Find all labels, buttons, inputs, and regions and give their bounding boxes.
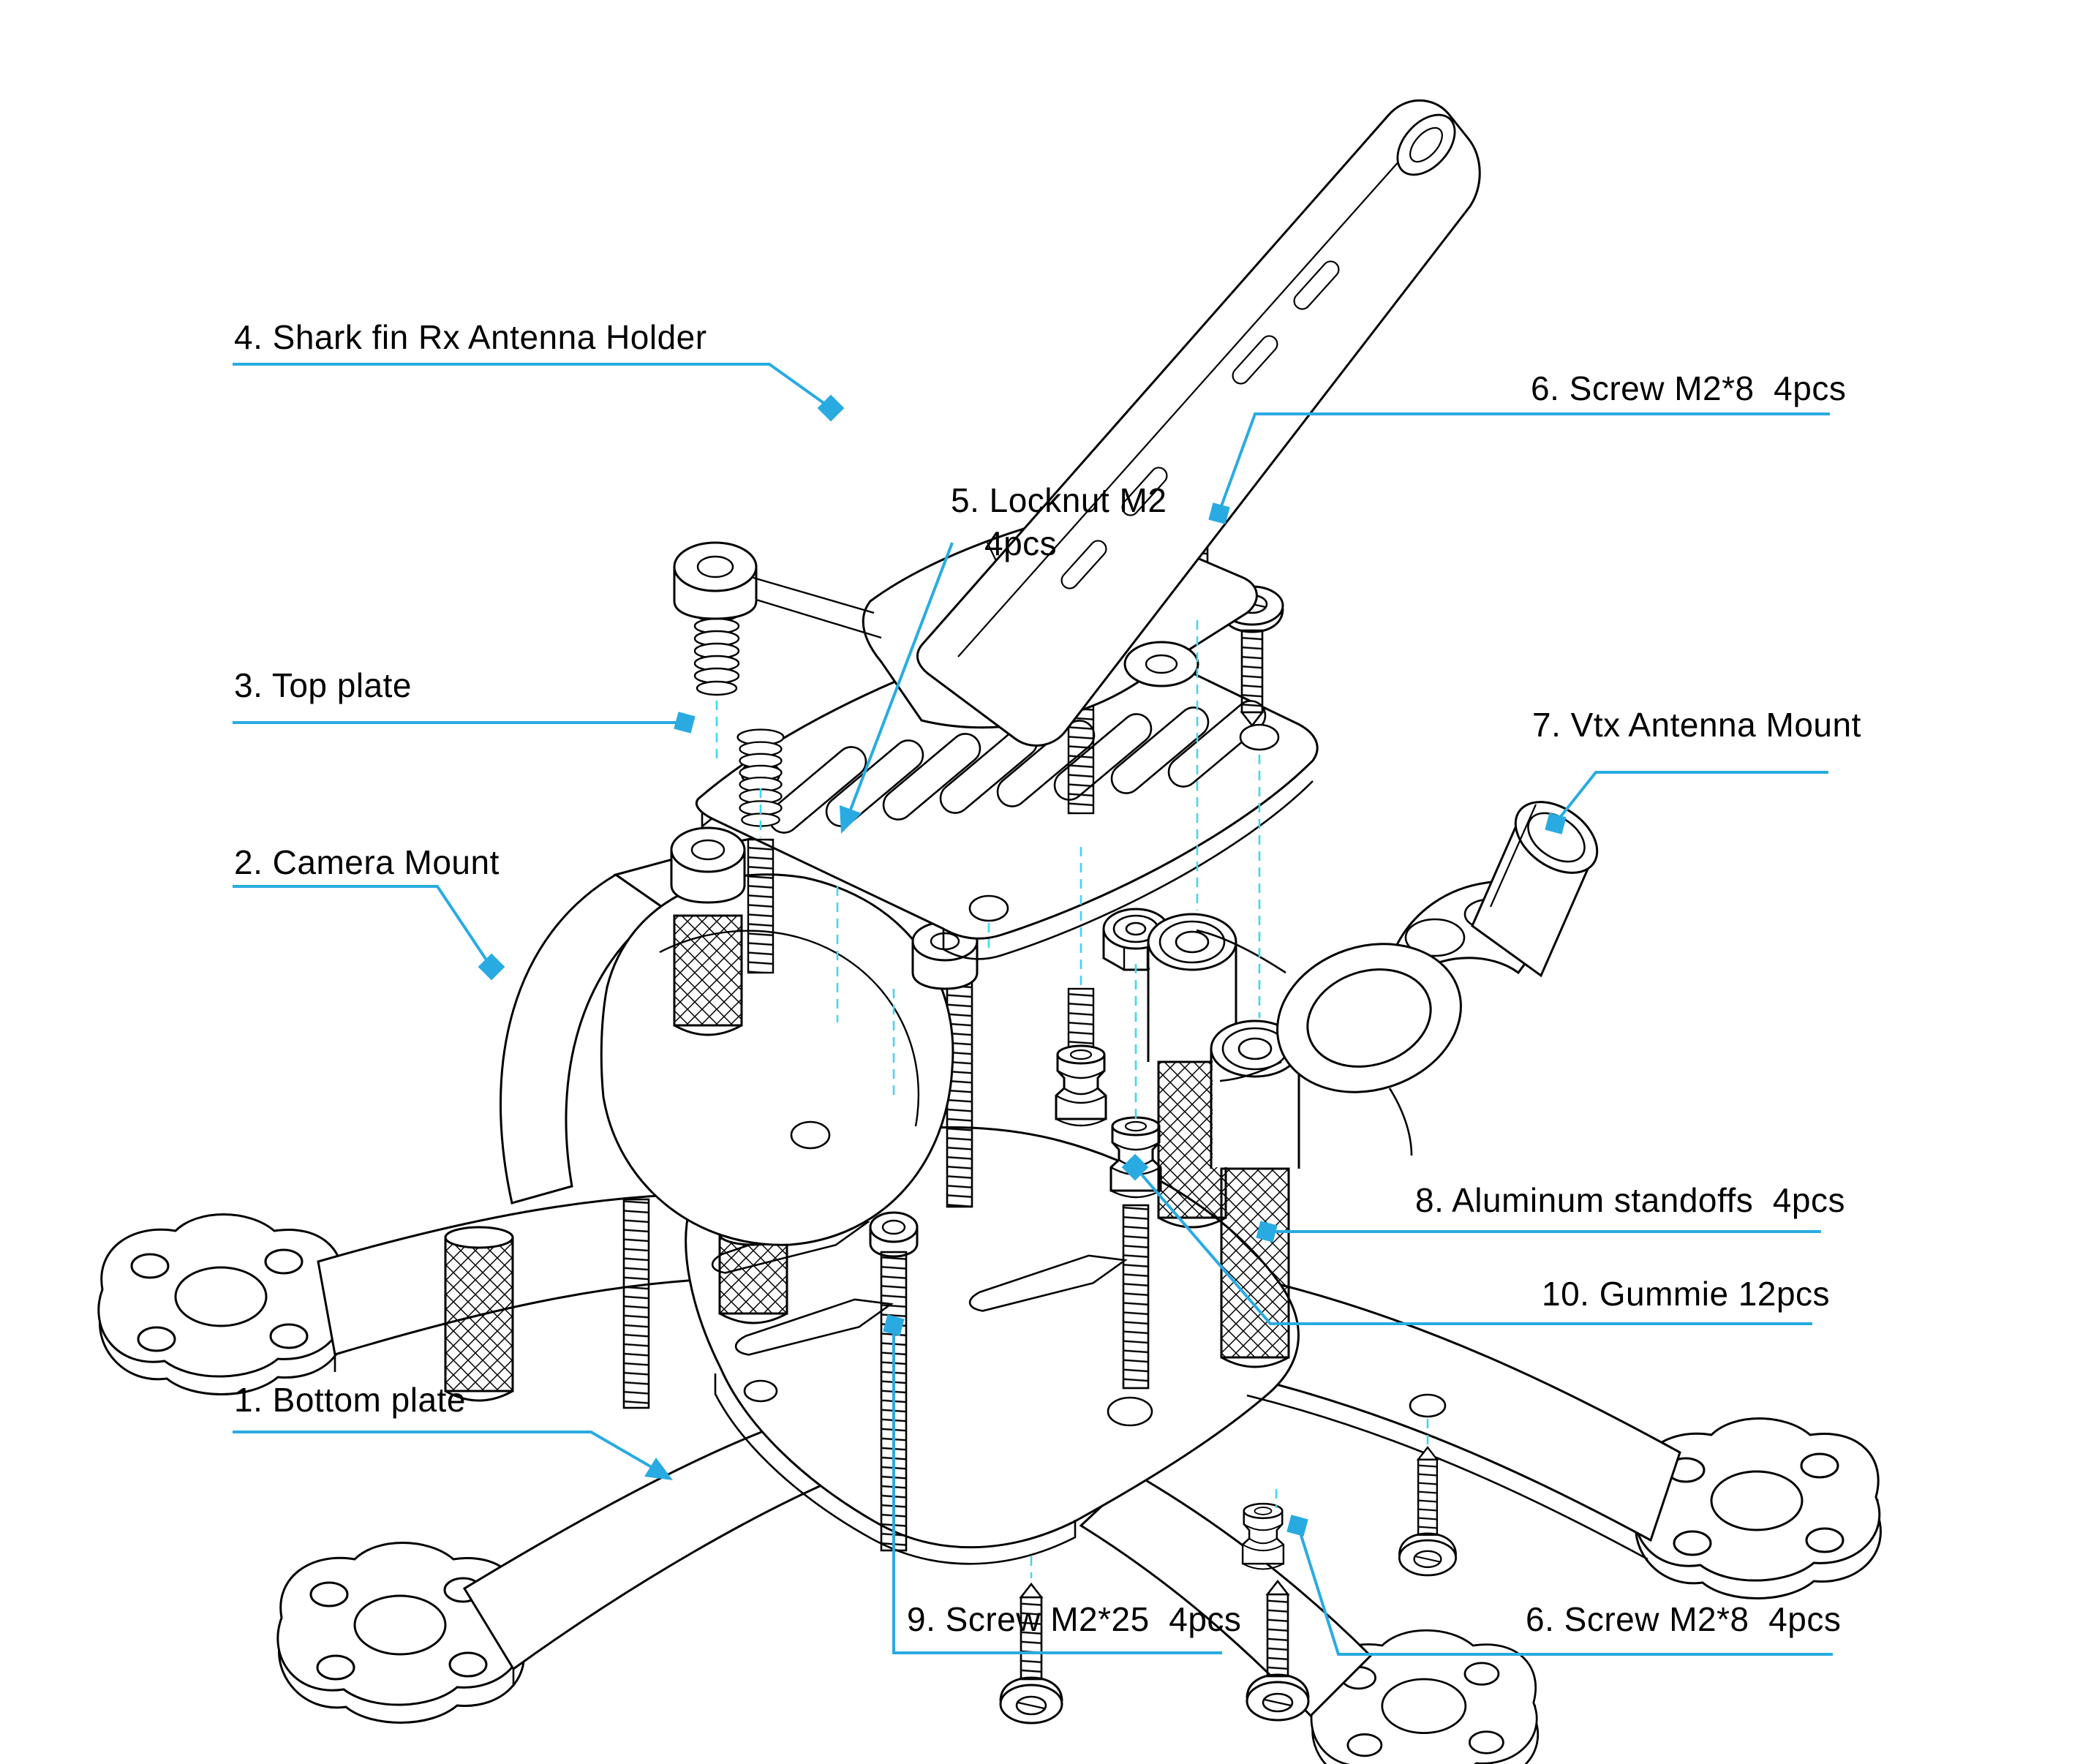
aluminum-standoff xyxy=(673,914,743,1036)
label-top-plate: 3. Top plate xyxy=(234,666,412,704)
label-gummie: 10. Gummie 12pcs xyxy=(1542,1275,1831,1313)
diamond-marker xyxy=(1121,1153,1149,1181)
gummie-bottom xyxy=(1241,1502,1285,1570)
top-plate-drawing xyxy=(695,624,1319,960)
label-aluminum-standoffs: 8. Aluminum standoffs 4pcs xyxy=(1415,1181,1845,1219)
leader-markers xyxy=(478,394,1567,1537)
alignment-dashes xyxy=(715,620,1429,1578)
label-locknut-line2: 4pcs xyxy=(984,524,1058,562)
gummie xyxy=(1055,1044,1107,1127)
label-screw-m2x8-top: 6. Screw M2*8 4pcs xyxy=(1531,369,1847,407)
square-marker xyxy=(883,1314,905,1336)
shark-fin-drawing xyxy=(673,99,1481,747)
leader-screw-m2x25 xyxy=(892,1327,1222,1654)
label-screw-m2x8-bottom: 6. Screw M2*8 4pcs xyxy=(1526,1600,1842,1638)
screw-m2x25 xyxy=(622,1198,650,1409)
leader-screw-bottom xyxy=(1297,1528,1833,1656)
screw-m2x25 xyxy=(1122,1204,1150,1390)
square-marker xyxy=(674,712,696,734)
leader-gummie xyxy=(1135,1167,1812,1325)
top-plate-slots xyxy=(768,700,1267,834)
square-marker xyxy=(1208,502,1230,524)
leader-bottom-plate xyxy=(233,1431,671,1479)
label-vtx-antenna-mount: 7. Vtx Antenna Mount xyxy=(1532,706,1861,744)
square-marker xyxy=(1286,1515,1308,1537)
label-locknut-line1: 5. Locknut M2 xyxy=(951,481,1167,519)
diamond-marker xyxy=(478,953,505,981)
label-bottom-plate: 1. Bottom plate xyxy=(234,1381,466,1419)
leader-screw-top xyxy=(1218,412,1830,513)
diamond-marker xyxy=(817,394,845,422)
square-marker xyxy=(1256,1221,1278,1243)
vtx-mount-drawing xyxy=(1147,801,1599,1368)
label-camera-mount: 2. Camera Mount xyxy=(234,843,500,881)
label-shark-fin-holder: 4. Shark fin Rx Antenna Holder xyxy=(234,318,707,356)
bottom-plate-drawing xyxy=(97,1126,1882,1764)
leader-vtx-mount xyxy=(1555,771,1828,823)
arrow-marker xyxy=(840,805,862,834)
square-marker xyxy=(1545,813,1567,834)
arrow-marker xyxy=(644,1458,673,1480)
leader-locknut xyxy=(843,542,954,826)
leader-shark-fin xyxy=(233,363,832,410)
leader-camera-mount xyxy=(233,885,491,967)
camera-mount-drawing xyxy=(500,826,979,1246)
label-locknut: 5. Locknut M2 4pcs xyxy=(951,479,1167,565)
label-screw-m2x25: 9. Screw M2*25 4pcs xyxy=(907,1600,1242,1638)
leader-lines xyxy=(233,363,1833,1656)
aluminum-standoff xyxy=(444,1226,514,1402)
